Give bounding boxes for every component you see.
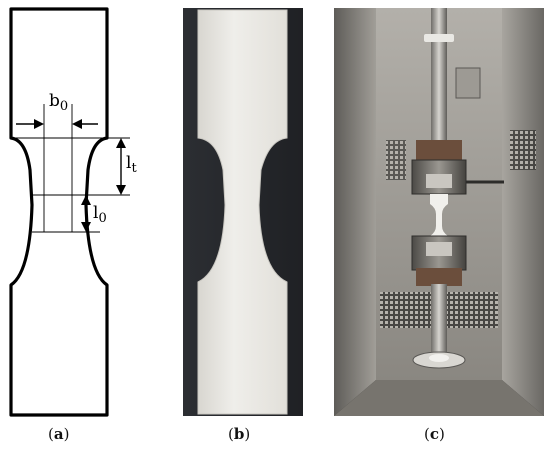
specimen-photo [183, 8, 303, 416]
width-dimension-arrows [16, 119, 98, 129]
specimen-outline [9, 7, 109, 417]
width-label: b0 [49, 91, 68, 114]
specimen-schematic: b0 lt l0 [9, 7, 137, 417]
panel-c-machine-photo [334, 0, 544, 449]
upper-pull-rod [431, 8, 447, 148]
transition-length-label: lt [126, 153, 137, 176]
lower-pull-rod [431, 284, 447, 358]
gauge-length-arrow [81, 195, 91, 232]
gauge-length-label: l0 [93, 203, 107, 226]
sensor-box [455, 67, 481, 99]
transition-length-arrow [116, 138, 126, 195]
caption-a: (a) [48, 425, 70, 443]
testing-machine-photo [334, 8, 544, 416]
caption-b: (b) [228, 425, 251, 443]
vent-grid-left [386, 140, 406, 180]
panel-a-schematic: b0 lt l0 [0, 0, 140, 449]
vent-grid-right [510, 130, 536, 170]
caption-c: (c) [424, 425, 445, 443]
clamped-specimen [430, 194, 448, 244]
printed-specimen [197, 9, 288, 415]
panel-b-specimen-photo [183, 0, 303, 449]
